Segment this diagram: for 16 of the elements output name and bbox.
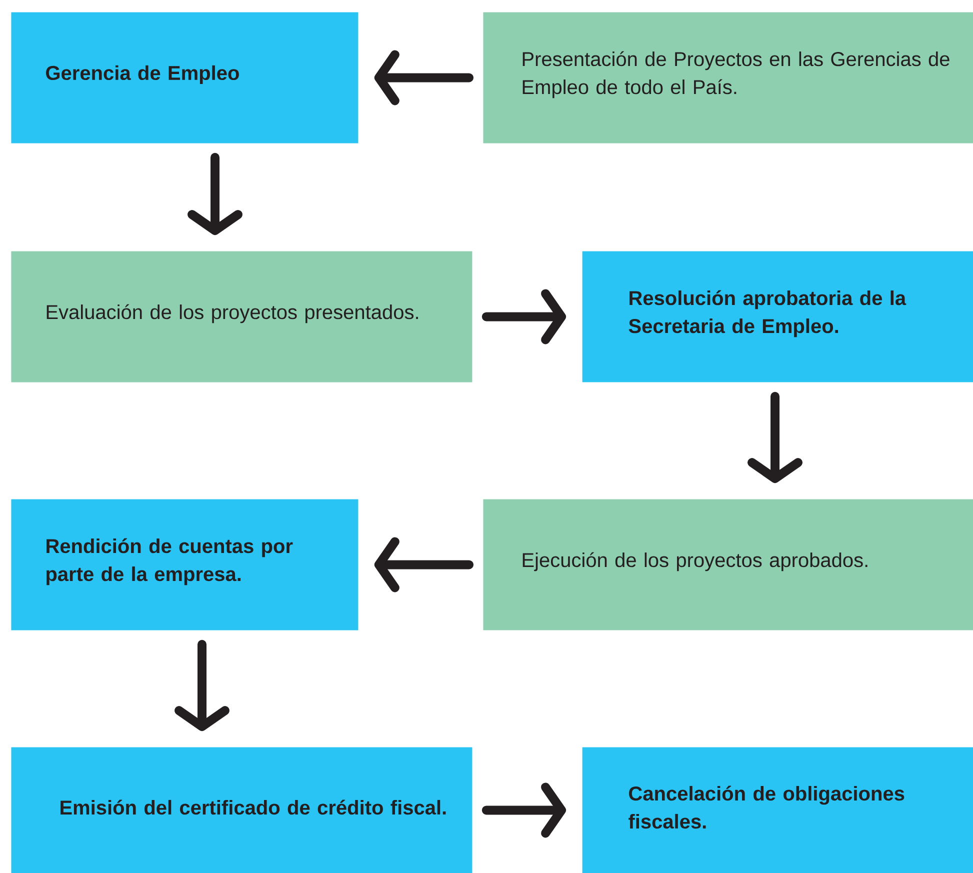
step-box — [483, 12, 973, 144]
step-text: Evaluación de los proyectos presentados. — [46, 304, 418, 324]
step-box — [11, 251, 472, 382]
step-box — [582, 747, 973, 873]
step-text: Presentación de Proyectos en las Gerencias de Empleo de todo el País. — [522, 51, 950, 98]
step-box — [582, 251, 973, 382]
step-box — [11, 12, 358, 144]
step-box — [483, 499, 973, 630]
step-box — [11, 747, 472, 873]
step-text: Emisión del certificado de crédito fiscal. — [60, 800, 446, 815]
step-text: Gerencia de Empleo — [46, 65, 239, 84]
step-text: Rendición de cuentas por parte de la empresa. — [46, 538, 293, 586]
step-text: Ejecución de los proyectos aprobados. — [522, 552, 868, 572]
step-text: Cancelación de obligaciones fiscales. — [628, 786, 904, 829]
step-text: Resolución aprobatoria de la Secretaria de Empleo. — [628, 290, 906, 338]
step-box — [11, 499, 358, 630]
